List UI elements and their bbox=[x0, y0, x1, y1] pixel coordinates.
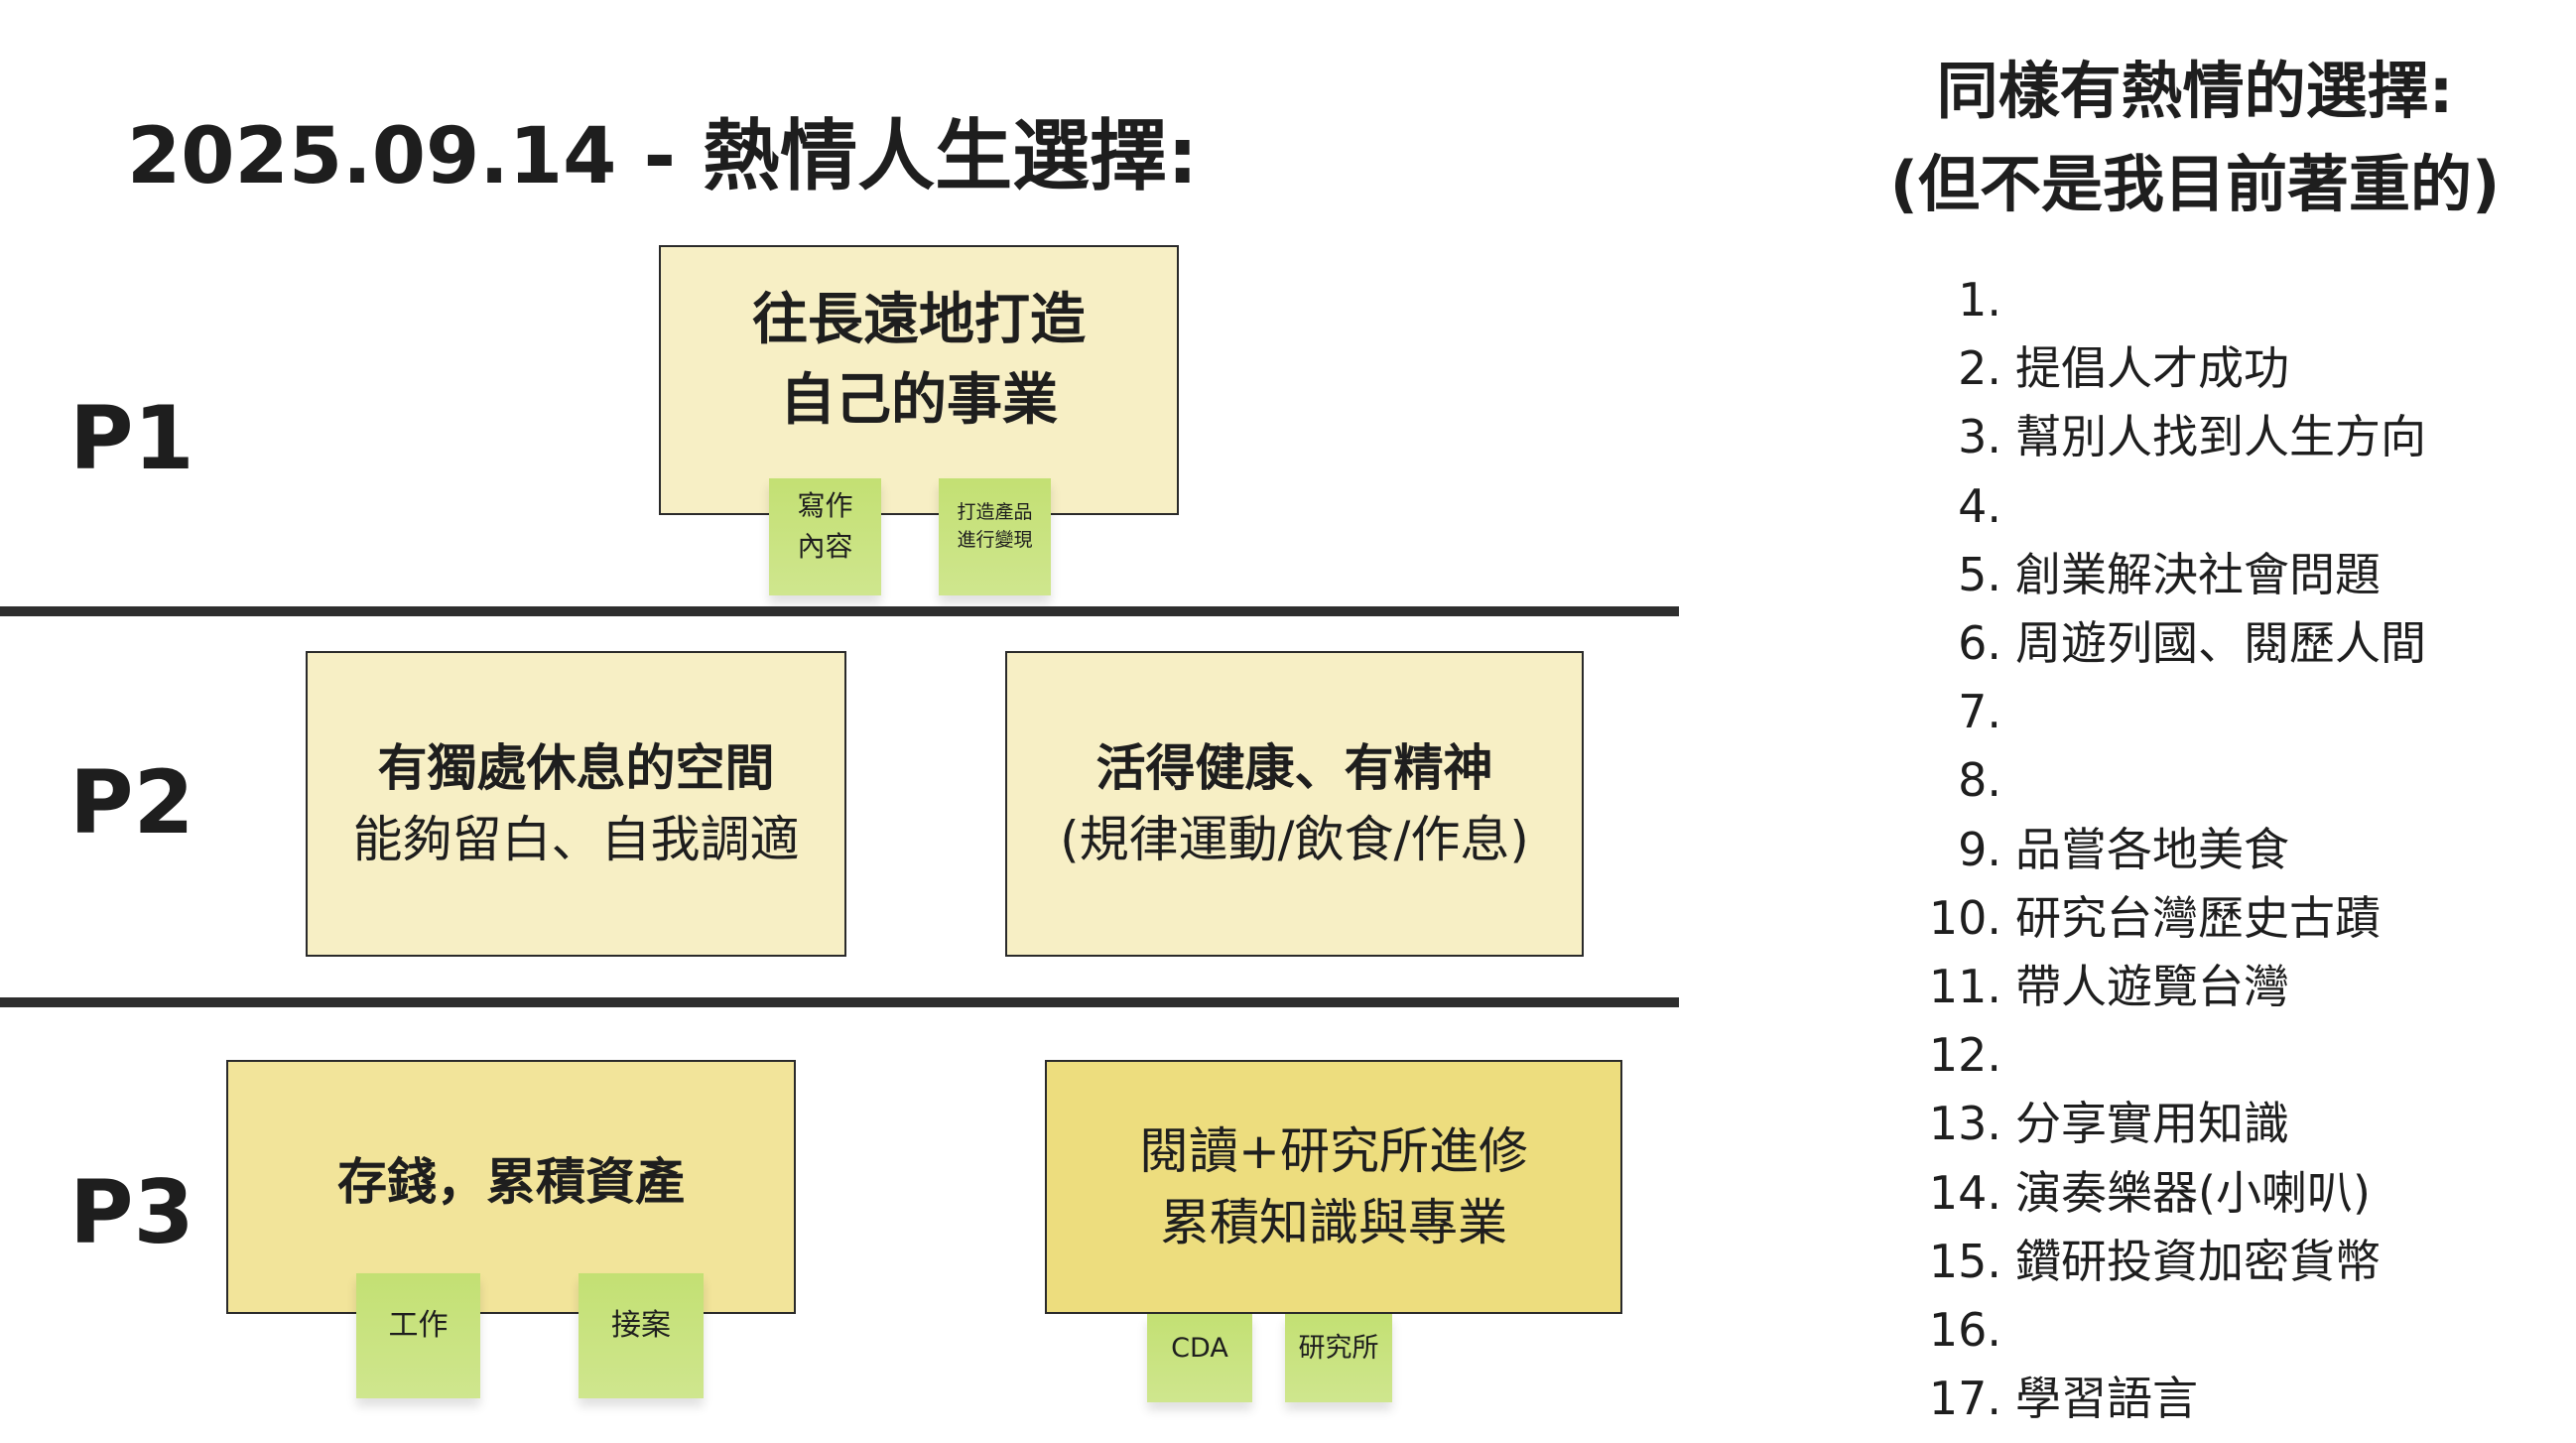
list-item-number: 1. bbox=[1958, 273, 2001, 327]
list-item-text: 周遊列國、閱歷人間 bbox=[2015, 616, 2426, 671]
sticky-line: 寫作 bbox=[797, 489, 853, 523]
sticky-cda[interactable]: CDA bbox=[1147, 1314, 1252, 1402]
list-item-text: 提倡人才成功 bbox=[2015, 341, 2289, 396]
card-line: 累積知識與專業 bbox=[1160, 1194, 1507, 1251]
card-line: 有獨處休息的空間 bbox=[377, 738, 775, 797]
list-item: 1. bbox=[1910, 266, 2426, 334]
card-healthy[interactable]: 活得健康、有精神 (規律運動/飲食/作息) bbox=[1005, 651, 1584, 957]
tier-divider bbox=[0, 606, 1679, 616]
tier-label-p3: P3 bbox=[69, 1161, 194, 1263]
tier-label-p1: P1 bbox=[69, 387, 194, 489]
list-item-text: 品嘗各地美食 bbox=[2015, 822, 2289, 876]
sticky-grad-school[interactable]: 研究所 bbox=[1285, 1314, 1392, 1402]
tier-label-p2: P2 bbox=[69, 751, 194, 853]
list-item: 3. 幫別人找到人生方向 bbox=[1910, 403, 2426, 471]
list-item-text: 研究台灣歷史古蹟 bbox=[2015, 890, 2381, 945]
sticky-writing-content[interactable]: 寫作 內容 bbox=[769, 478, 881, 595]
list-item: 10. 研究台灣歷史古蹟 bbox=[1910, 884, 2426, 953]
list-item: 9. 品嘗各地美食 bbox=[1910, 816, 2426, 884]
sticky-line: 研究所 bbox=[1298, 1332, 1379, 1364]
list-item-text: 演奏樂器(小喇叭) bbox=[2015, 1165, 2371, 1220]
list-item-number: 2. bbox=[1958, 341, 2001, 396]
card-line: 能夠留白、自我調適 bbox=[352, 811, 800, 868]
sticky-line: 接案 bbox=[611, 1308, 671, 1344]
list-item-number: 6. bbox=[1958, 616, 2001, 671]
sticky-freelance[interactable]: 接案 bbox=[579, 1273, 704, 1398]
card-line: 往長遠地打造 bbox=[752, 287, 1086, 352]
list-item-text: 學習語言 bbox=[2015, 1372, 2198, 1426]
card-line: 活得健康、有精神 bbox=[1095, 738, 1493, 797]
side-heading-line: 同樣有熱情的選擇: bbox=[1936, 55, 2454, 127]
card-reading-grad-school[interactable]: 閱讀+研究所進修 累積知識與專業 bbox=[1045, 1060, 1622, 1314]
list-item-number: 5. bbox=[1958, 547, 2001, 601]
list-item-number: 11. bbox=[1928, 960, 2001, 1014]
sticky-line: 進行變現 bbox=[957, 529, 1033, 551]
list-item-text: 幫別人找到人生方向 bbox=[2015, 410, 2426, 464]
sticky-line: 打造產品 bbox=[957, 501, 1033, 524]
card-build-own-business[interactable]: 往長遠地打造 自己的事業 bbox=[659, 245, 1179, 515]
list-item-number: 7. bbox=[1958, 685, 2001, 739]
page-title: 2025.09.14 - 熱情人生選擇: bbox=[127, 112, 1199, 201]
list-item: 16. bbox=[1910, 1296, 2426, 1365]
list-item-number: 17. bbox=[1928, 1372, 2001, 1426]
list-item: 11. 帶人遊覽台灣 bbox=[1910, 953, 2426, 1021]
card-save-money[interactable]: 存錢，累積資產 bbox=[226, 1060, 796, 1314]
list-item: 2. 提倡人才成功 bbox=[1910, 334, 2426, 403]
list-item-number: 16. bbox=[1928, 1303, 2001, 1358]
side-heading-line: (但不是我目前著重的) bbox=[1889, 148, 2501, 220]
card-alone-space[interactable]: 有獨處休息的空間 能夠留白、自我調適 bbox=[306, 651, 846, 957]
list-item: 15. 鑽研投資加密貨幣 bbox=[1910, 1228, 2426, 1296]
list-item: 6. 周遊列國、閱歷人間 bbox=[1910, 609, 2426, 678]
tier-divider bbox=[0, 997, 1679, 1007]
list-item: 14. 演奏樂器(小喇叭) bbox=[1910, 1159, 2426, 1228]
card-line: (規律運動/飲食/作息) bbox=[1060, 811, 1529, 868]
sticky-work[interactable]: 工作 bbox=[356, 1273, 480, 1398]
list-item-text: 鑽研投資加密貨幣 bbox=[2015, 1234, 2381, 1288]
list-item-text: 創業解決社會問題 bbox=[2015, 547, 2381, 601]
side-heading: 同樣有熱情的選擇: (但不是我目前著重的) bbox=[1866, 45, 2524, 231]
card-line: 存錢，累積資產 bbox=[337, 1152, 685, 1211]
sticky-line: 工作 bbox=[388, 1308, 449, 1344]
list-item: 12. bbox=[1910, 1021, 2426, 1090]
list-item: 4. bbox=[1910, 472, 2426, 541]
sticky-build-product[interactable]: 打造產品 進行變現 bbox=[939, 478, 1051, 595]
list-item-number: 9. bbox=[1958, 822, 2001, 876]
list-item: 17. 學習語言 bbox=[1910, 1365, 2426, 1433]
list-item-number: 15. bbox=[1928, 1234, 2001, 1288]
list-item: 13. 分享實用知識 bbox=[1910, 1090, 2426, 1158]
passion-list: 1. 2. 提倡人才成功 3. 幫別人找到人生方向 4. 5. 創業解決社會問題 6. 周遊列國、… bbox=[1910, 266, 2426, 1433]
list-item-number: 10. bbox=[1928, 890, 2001, 945]
list-item-number: 3. bbox=[1958, 410, 2001, 464]
list-item-number: 13. bbox=[1928, 1097, 2001, 1151]
list-item-text: 帶人遊覽台灣 bbox=[2015, 960, 2289, 1014]
list-item: 5. 創業解決社會問題 bbox=[1910, 541, 2426, 609]
list-item: 8. bbox=[1910, 746, 2426, 815]
list-item-number: 4. bbox=[1958, 478, 2001, 533]
card-line: 閱讀+研究所進修 bbox=[1139, 1121, 1528, 1180]
list-item-number: 14. bbox=[1928, 1165, 2001, 1220]
list-item: 7. bbox=[1910, 678, 2426, 746]
list-item-number: 12. bbox=[1928, 1028, 2001, 1083]
list-item-number: 8. bbox=[1958, 753, 2001, 808]
card-line: 自己的事業 bbox=[780, 368, 1058, 433]
sticky-line: 內容 bbox=[797, 530, 853, 563]
sticky-line: CDA bbox=[1171, 1332, 1228, 1364]
list-item-text: 分享實用知識 bbox=[2015, 1097, 2289, 1151]
